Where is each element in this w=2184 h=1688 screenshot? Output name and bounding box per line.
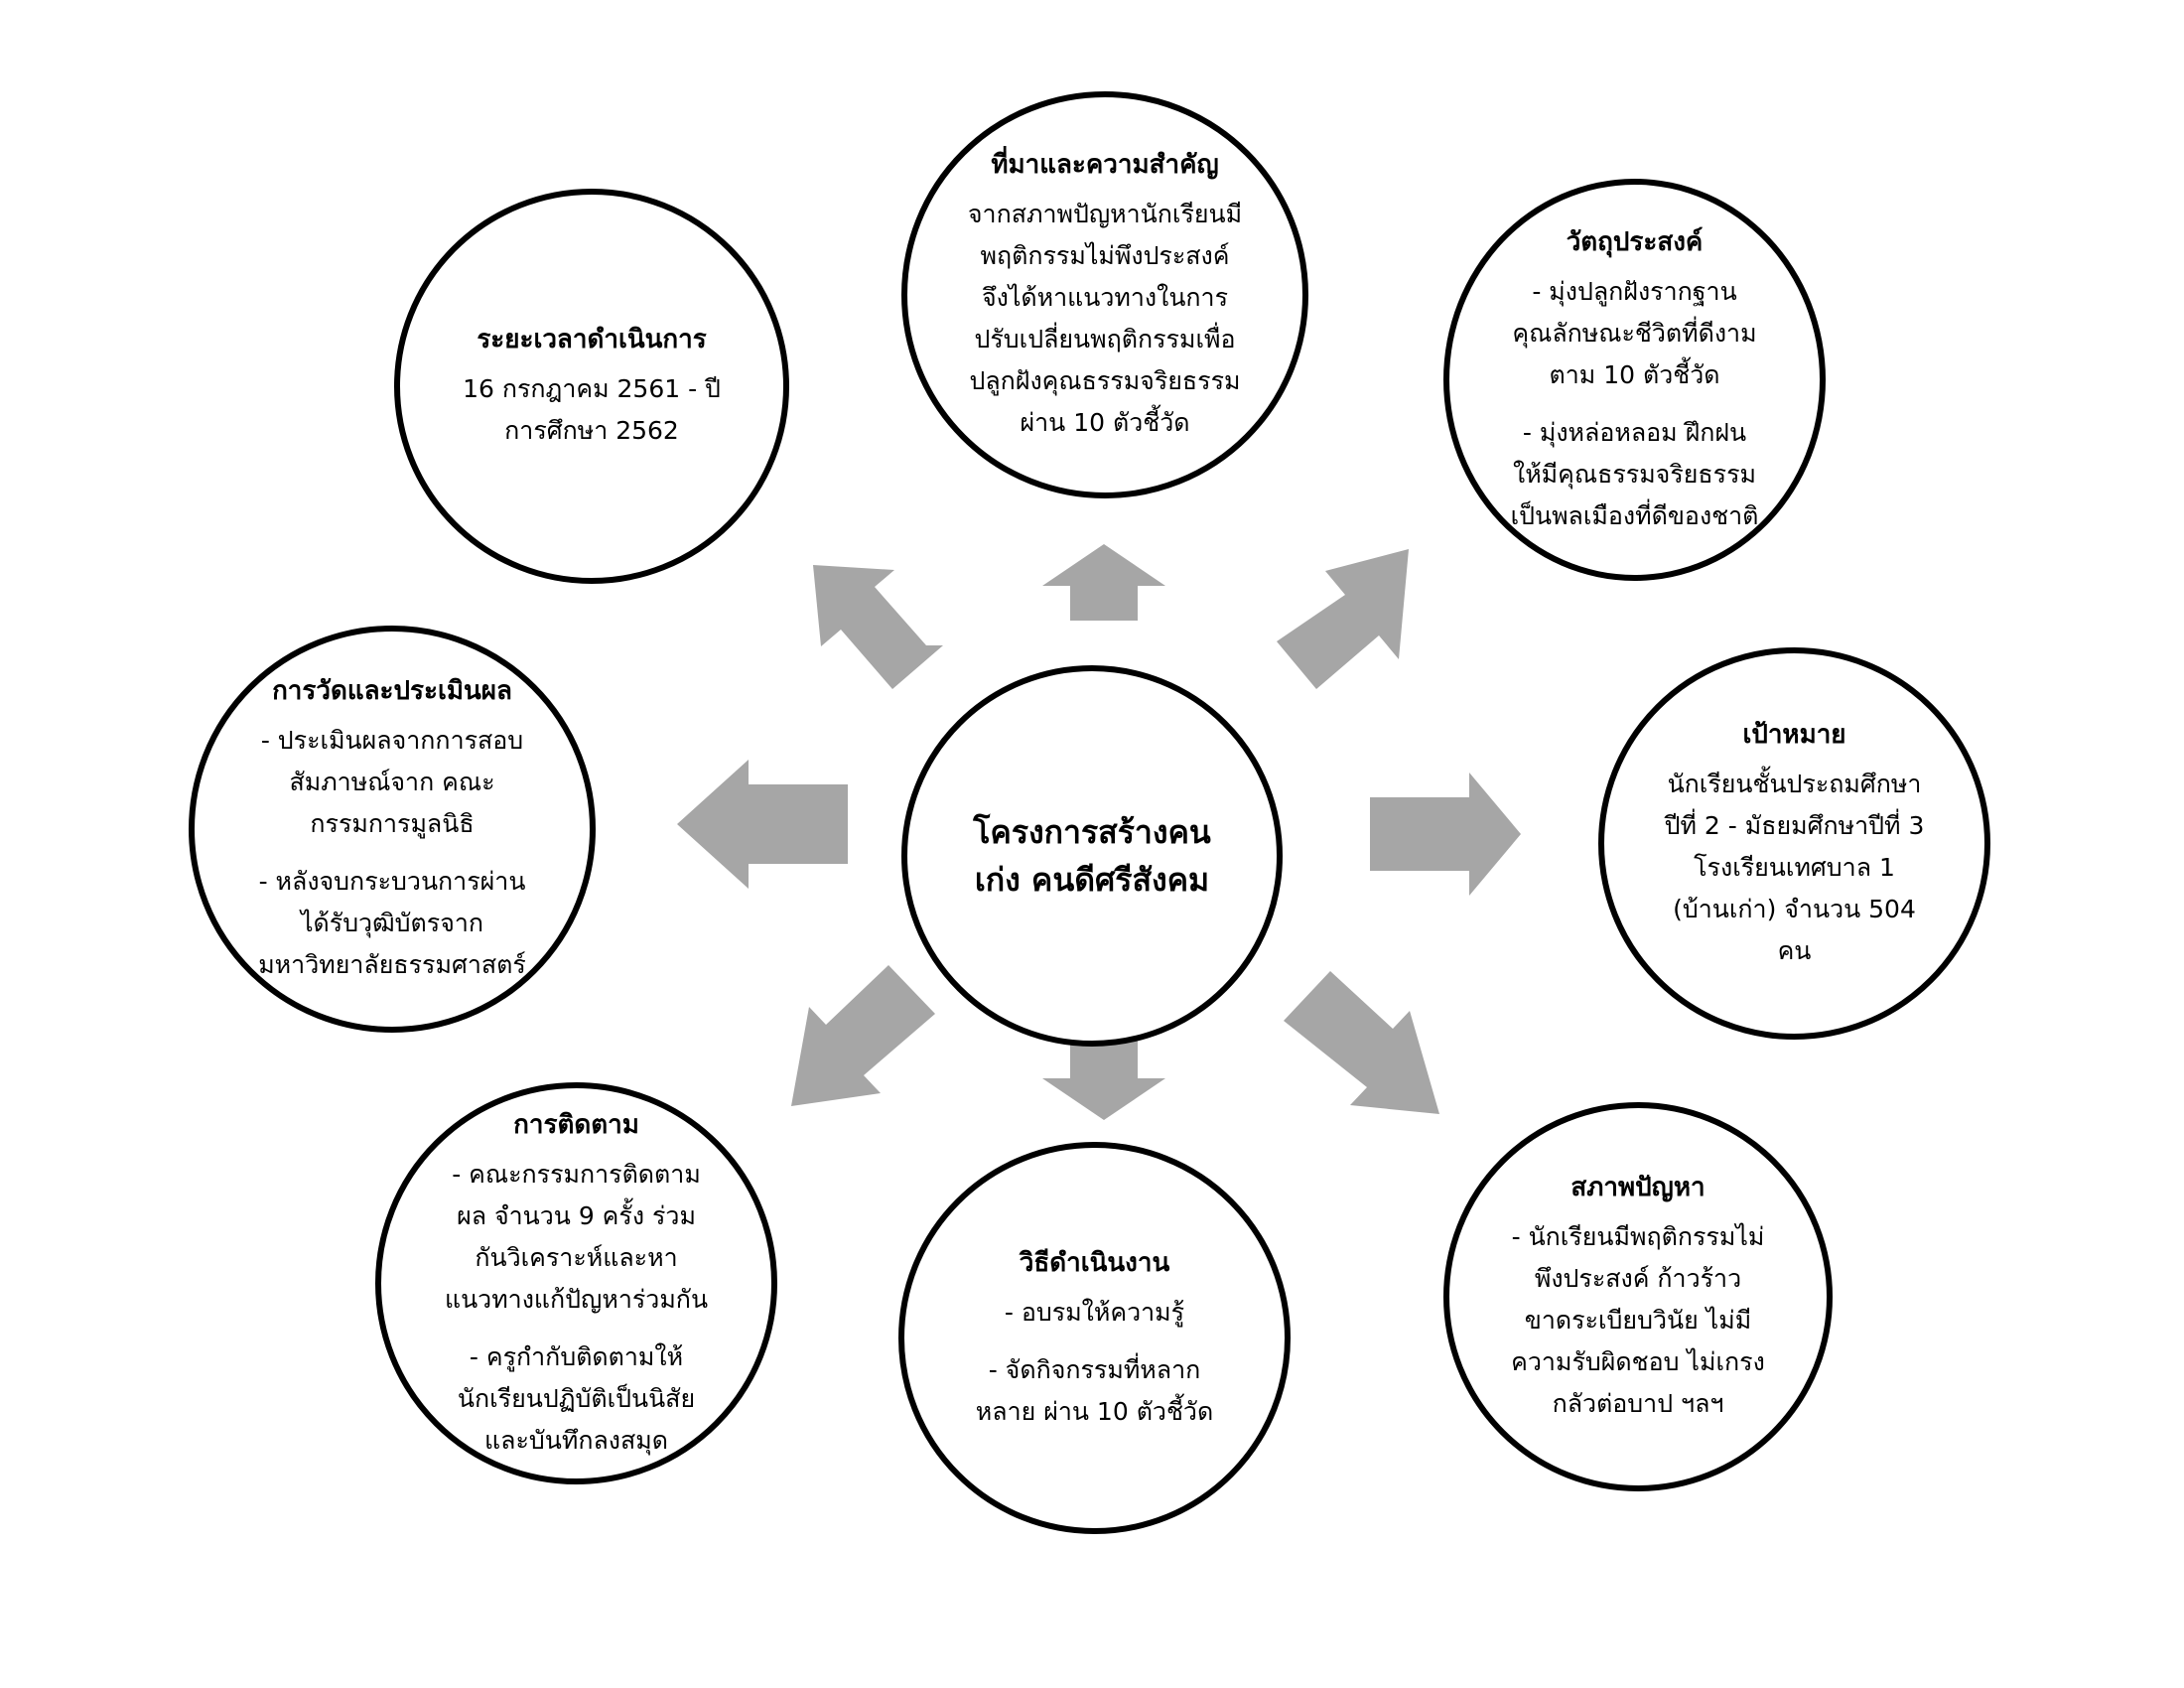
node-problem-line-1: - นักเรียนมีพฤติกรรมไม่พึงประสงค์ ก้าวร้…: [1511, 1222, 1765, 1418]
node-background: ที่มาและความสำคัญ จากสภาพปัญหานักเรียนมี…: [901, 91, 1308, 498]
node-evaluation-body: - ประเมินผลจากการสอบสัมภาษณ์จาก คณะกรรมก…: [254, 720, 530, 986]
node-method-body: - อบรมให้ความรู้ - จัดกิจกรรมที่หลากหลาย…: [964, 1292, 1225, 1433]
node-objectives-title: วัตถุประสงค์: [1566, 226, 1704, 257]
node-method-line-2: - จัดกิจกรรมที่หลากหลาย ผ่าน 10 ตัวชี้วั…: [975, 1354, 1214, 1426]
center-title: โครงการสร้างคนเก่ง คนดีศรีสังคม: [973, 813, 1211, 899]
node-problem-body: - นักเรียนมีพฤติกรรมไม่พึงประสงค์ ก้าวร้…: [1509, 1216, 1767, 1425]
node-problem-title: สภาพปัญหา: [1570, 1173, 1706, 1202]
node-objectives-body: - มุ่งปลูกฝังรากฐานคุณลักษณะชีวิตที่ดีงา…: [1509, 271, 1760, 537]
arrow-left: [677, 760, 848, 889]
node-target: เป้าหมาย นักเรียนชั้นประถมศึกษาปีที่ 2 -…: [1598, 647, 1990, 1040]
node-problem: สภาพปัญหา - นักเรียนมีพฤติกรรมไม่พึงประส…: [1443, 1102, 1833, 1491]
node-monitoring-line-2: - ครูกำกับติดตามให้นักเรียนปฏิบัติเป็นนิ…: [457, 1341, 696, 1455]
node-background-title: ที่มาและความสำคัญ: [991, 150, 1219, 180]
node-duration-title: ระยะเวลาดำเนินการ: [477, 325, 707, 354]
node-monitoring: การติดตาม - คณะกรรมการติดตามผล จำนวน 9 ค…: [375, 1082, 777, 1484]
arrow-down-left: [791, 965, 935, 1106]
node-method-title: วิธีดำเนินงาน: [1019, 1247, 1170, 1278]
arrow-down-right: [1284, 971, 1439, 1114]
node-background-line-1: จากสภาพปัญหานักเรียนมีพฤติกรรมไม่พึงประส…: [967, 200, 1243, 437]
node-background-body: จากสภาพปัญหานักเรียนมีพฤติกรรมไม่พึงประส…: [967, 194, 1243, 444]
node-monitoring-body: - คณะกรรมการติดตามผล จำนวน 9 ครั้ง ร่วมก…: [441, 1154, 712, 1462]
node-target-title: เป้าหมาย: [1742, 719, 1846, 750]
node-target-line-1: นักเรียนชั้นประถมศึกษาปีที่ 2 - มัธยมศึก…: [1664, 769, 1925, 965]
node-objectives: วัตถุประสงค์ - มุ่งปลูกฝังรากฐานคุณลักษณ…: [1443, 179, 1826, 581]
node-method-line-1: - อบรมให้ความรู้: [1004, 1297, 1185, 1327]
arrow-right: [1370, 773, 1521, 896]
arrow-up-right: [1277, 549, 1409, 689]
arrow-up: [1042, 544, 1165, 621]
node-monitoring-line-1: - คณะกรรมการติดตามผล จำนวน 9 ครั้ง ร่วมก…: [444, 1159, 709, 1314]
center-node: โครงการสร้างคนเก่ง คนดีศรีสังคม: [901, 665, 1283, 1047]
node-evaluation-title: การวัดและประเมินผล: [272, 676, 512, 706]
node-target-body: นักเรียนชั้นประถมศึกษาปีที่ 2 - มัธยมศึก…: [1664, 764, 1925, 972]
arrow-down: [1042, 1041, 1165, 1120]
node-evaluation-line-2: - หลังจบกระบวนการผ่านได้รับวุฒิบัตรจาก ม…: [258, 867, 526, 979]
node-monitoring-title: การติดตาม: [513, 1109, 639, 1140]
node-evaluation-line-1: - ประเมินผลจากการสอบสัมภาษณ์จาก คณะกรรมก…: [260, 726, 524, 838]
node-duration-line-1: 16 กรกฎาคม 2561 - ปีการศึกษา 2562: [463, 374, 721, 445]
node-duration: ระยะเวลาดำเนินการ 16 กรกฎาคม 2561 - ปีกา…: [394, 189, 789, 584]
node-method: วิธีดำเนินงาน - อบรมให้ความรู้ - จัดกิจก…: [898, 1142, 1291, 1534]
arrow-up-left: [813, 565, 943, 689]
node-evaluation: การวัดและประเมินผล - ประเมินผลจากการสอบส…: [189, 626, 596, 1033]
node-duration-body: 16 กรกฎาคม 2561 - ปีการศึกษา 2562: [460, 368, 724, 452]
node-objectives-line-2: - มุ่งหล่อหลอม ฝึกฝนให้มีคุณธรรมจริยธรรม…: [1510, 417, 1759, 530]
node-objectives-line-1: - มุ่งปลูกฝังรากฐานคุณลักษณะชีวิตที่ดีงา…: [1512, 276, 1757, 389]
